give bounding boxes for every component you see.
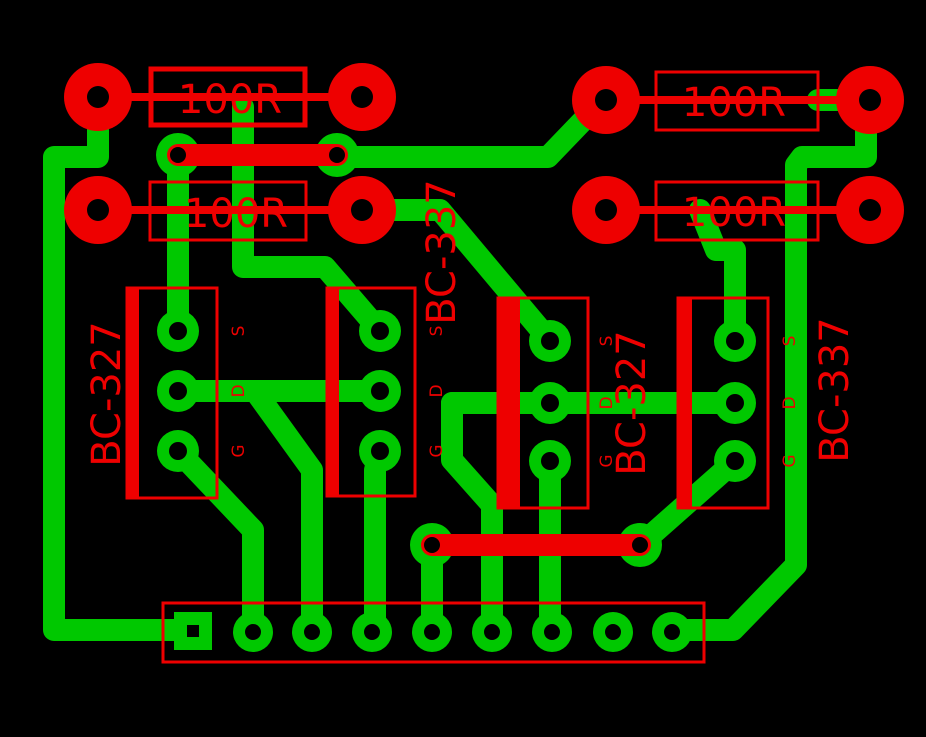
resistor-label: 100R [184, 191, 288, 237]
trace-drain-bus-down [441, 392, 503, 641]
transistor-q2: BC-337 S D G [325, 179, 465, 498]
trace-q1-drain-down [244, 380, 323, 641]
transistor-label: BC-327 [609, 330, 655, 475]
transistor-label: BC-337 [419, 179, 465, 324]
pin-label-s: S [780, 336, 800, 347]
pin-label-d: D [597, 396, 617, 409]
resistor-r4: 100R [572, 176, 904, 244]
resistor-r2: 100R [64, 176, 396, 244]
transistor-label: BC-337 [812, 317, 858, 462]
pin-label-g: G [780, 454, 800, 467]
resistor-label: 100R [682, 80, 786, 126]
resistor-r3: 100R [572, 66, 904, 134]
transistor-label: BC-327 [84, 321, 130, 466]
pin-label-s: S [427, 326, 447, 337]
pin-label-d: D [780, 396, 800, 409]
transistor-q4: BC-337 S D G [676, 296, 858, 510]
pin-label-s: S [229, 326, 249, 337]
pin-label-g: G [597, 454, 617, 467]
pin-label-d: D [229, 384, 249, 397]
trace-r4-to-q4 [689, 199, 746, 352]
transistor-q3: BC-327 S D G [496, 296, 655, 510]
pin-label-s: S [597, 336, 617, 347]
pin-label-g: G [229, 444, 249, 457]
trace-q1-gate-to-header [167, 440, 264, 641]
pin-label-g: G [427, 444, 447, 457]
jumpers [167, 144, 651, 556]
resistor-r1: 100R [64, 63, 396, 131]
transistor-q1: BC-327 S D G [84, 286, 249, 500]
pin-label-d: D [427, 384, 447, 397]
header-outline [161, 601, 706, 664]
trace-r1-to-q2 [232, 96, 391, 342]
resistor-label: 100R [682, 190, 786, 236]
resistor-label: 100R [178, 77, 282, 123]
copper-pads [156, 133, 756, 652]
trace-r3-to-header [663, 89, 877, 641]
trace-left-ground-loop [43, 86, 204, 641]
